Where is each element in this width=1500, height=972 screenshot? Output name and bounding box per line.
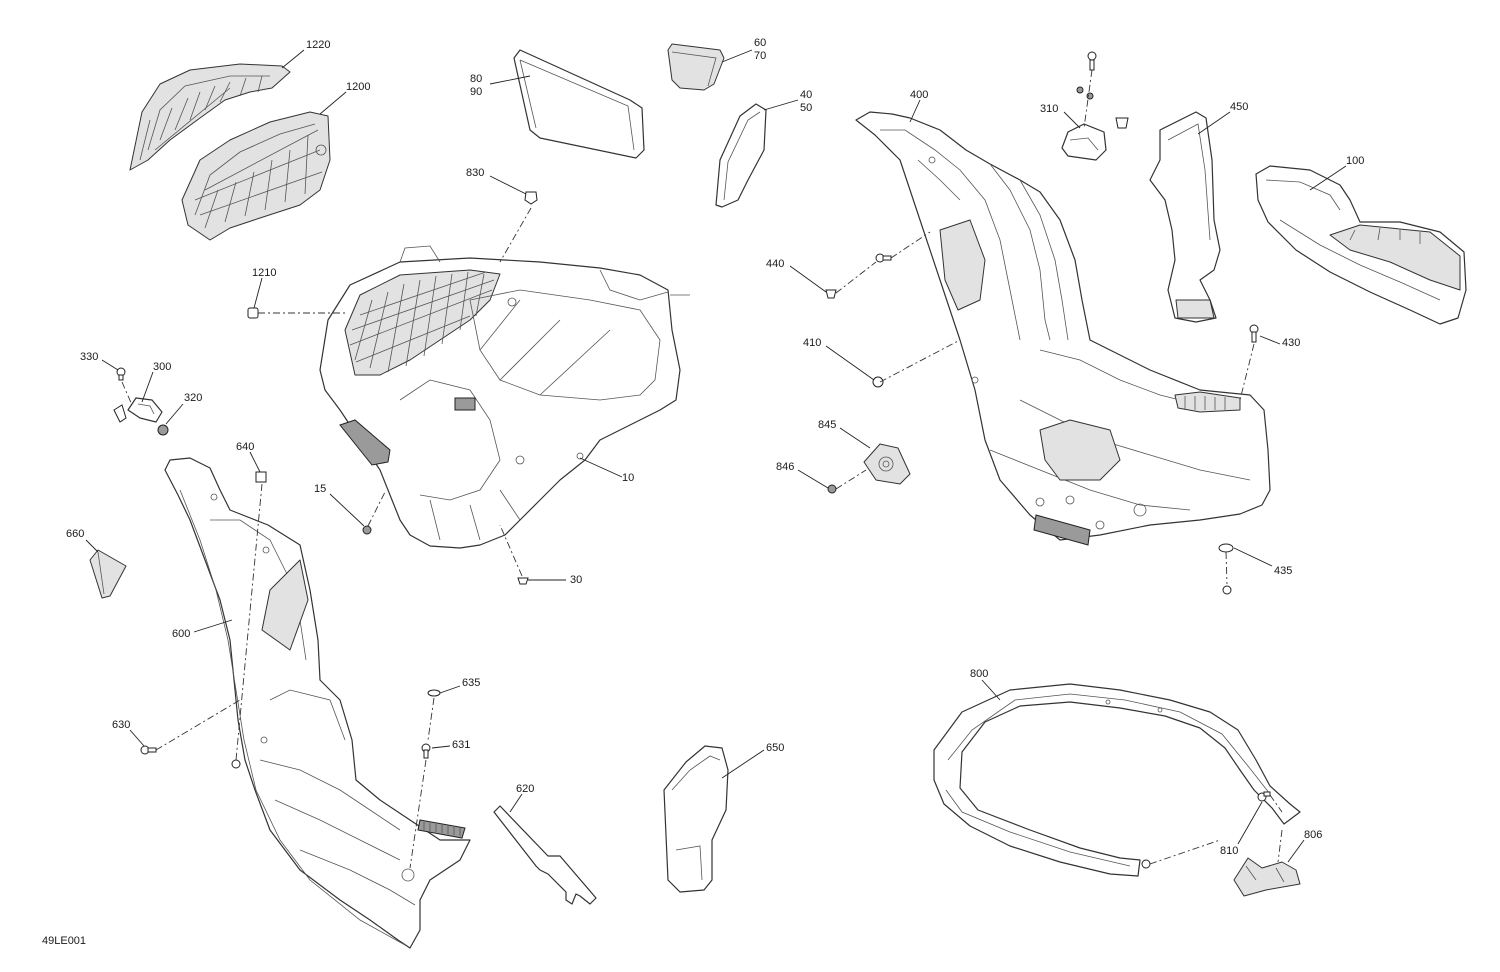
part-320-nut[interactable]: [157, 424, 169, 436]
part-1220-upper-grille[interactable]: [129, 63, 291, 171]
callout-430: 430: [1282, 337, 1300, 349]
part-300-bracket[interactable]: [127, 397, 163, 423]
part-846-nut[interactable]: [827, 484, 837, 494]
part-1210-fastener[interactable]: [247, 307, 259, 319]
callout-400: 400: [910, 89, 928, 101]
callout-631: 631: [452, 739, 470, 751]
part-440-screw[interactable]: [875, 253, 892, 263]
part-630-screw-lower[interactable]: [231, 759, 241, 769]
assembly-lines: [121, 69, 1283, 869]
part-310-screw[interactable]: [1076, 51, 1129, 129]
part-15-fastener[interactable]: [362, 525, 372, 535]
part-60-70-wedge[interactable]: [667, 43, 725, 91]
part-630-screw[interactable]: [140, 745, 157, 755]
part-845-bracket[interactable]: [863, 443, 911, 485]
part-80-90-pad[interactable]: [513, 49, 645, 159]
callout-1200: 1200: [346, 81, 370, 93]
callout-800: 800: [970, 668, 988, 680]
callout-330: 330: [80, 351, 98, 363]
callout-640: 640: [236, 441, 254, 453]
part-806-bracket[interactable]: [1233, 857, 1301, 897]
callout-635: 635: [462, 677, 480, 689]
callout-50: 50: [800, 102, 812, 114]
callout-806: 806: [1304, 829, 1322, 841]
part-440-fastener[interactable]: [825, 289, 837, 299]
callout-440: 440: [766, 258, 784, 270]
callout-650: 650: [766, 742, 784, 754]
part-330-clip[interactable]: [116, 367, 126, 381]
part-640-clip[interactable]: [255, 471, 267, 483]
part-40-50-panel[interactable]: [715, 103, 767, 208]
part-635-washer[interactable]: [427, 689, 441, 697]
callout-810: 810: [1220, 845, 1238, 857]
callout-10: 10: [622, 472, 634, 484]
part-435-washer[interactable]: [1218, 543, 1234, 553]
part-310-bracket[interactable]: [1061, 123, 1107, 161]
callout-845: 845: [818, 419, 836, 431]
part-30-fastener[interactable]: [517, 577, 529, 585]
callout-100: 100: [1346, 155, 1364, 167]
callout-labels: 1220 1200 80 90 60 70 40 50 830 1210 330…: [42, 37, 1364, 947]
callout-410: 410: [803, 337, 821, 349]
part-450-panel[interactable]: [1149, 111, 1221, 323]
part-600-left-side-panel[interactable]: [164, 457, 471, 949]
part-620-strip[interactable]: [493, 805, 597, 905]
part-10-front-body[interactable]: [319, 245, 690, 549]
callout-830: 830: [466, 167, 484, 179]
part-800-bumper-bar[interactable]: [933, 683, 1301, 877]
callout-40: 40: [800, 89, 812, 101]
part-830-fastener[interactable]: [524, 191, 538, 205]
diagram-code: 49LE001: [42, 935, 86, 947]
callout-1220: 1220: [306, 39, 330, 51]
callout-90: 90: [470, 86, 482, 98]
callout-300: 300: [153, 361, 171, 373]
part-650-panel[interactable]: [663, 745, 729, 893]
callout-450: 450: [1230, 101, 1248, 113]
part-631-screw[interactable]: [421, 743, 431, 759]
callout-620: 620: [516, 783, 534, 795]
callout-1210: 1210: [252, 267, 276, 279]
part-400-right-side-panel[interactable]: [855, 111, 1271, 546]
callout-660: 660: [66, 528, 84, 540]
part-1200-lower-grille[interactable]: [181, 111, 331, 241]
part-435-screw[interactable]: [1222, 585, 1232, 595]
callout-70: 70: [754, 50, 766, 62]
callout-435: 435: [1274, 565, 1292, 577]
part-100-side-cover[interactable]: [1255, 165, 1467, 325]
callout-30: 30: [570, 574, 582, 586]
callout-60: 60: [754, 37, 766, 49]
callout-15: 15: [314, 483, 326, 495]
part-clip-left[interactable]: [113, 404, 127, 423]
part-430-screw[interactable]: [1249, 324, 1259, 343]
callout-80: 80: [470, 73, 482, 85]
callout-846: 846: [776, 461, 794, 473]
callout-320: 320: [184, 392, 202, 404]
part-660-wedge[interactable]: [89, 549, 127, 599]
part-410-fastener[interactable]: [872, 376, 884, 388]
part-810-screws[interactable]: [1141, 791, 1271, 869]
callout-310: 310: [1040, 103, 1058, 115]
leader-lines: [85, 49, 1347, 863]
callout-600: 600: [172, 628, 190, 640]
callout-630: 630: [112, 719, 130, 731]
